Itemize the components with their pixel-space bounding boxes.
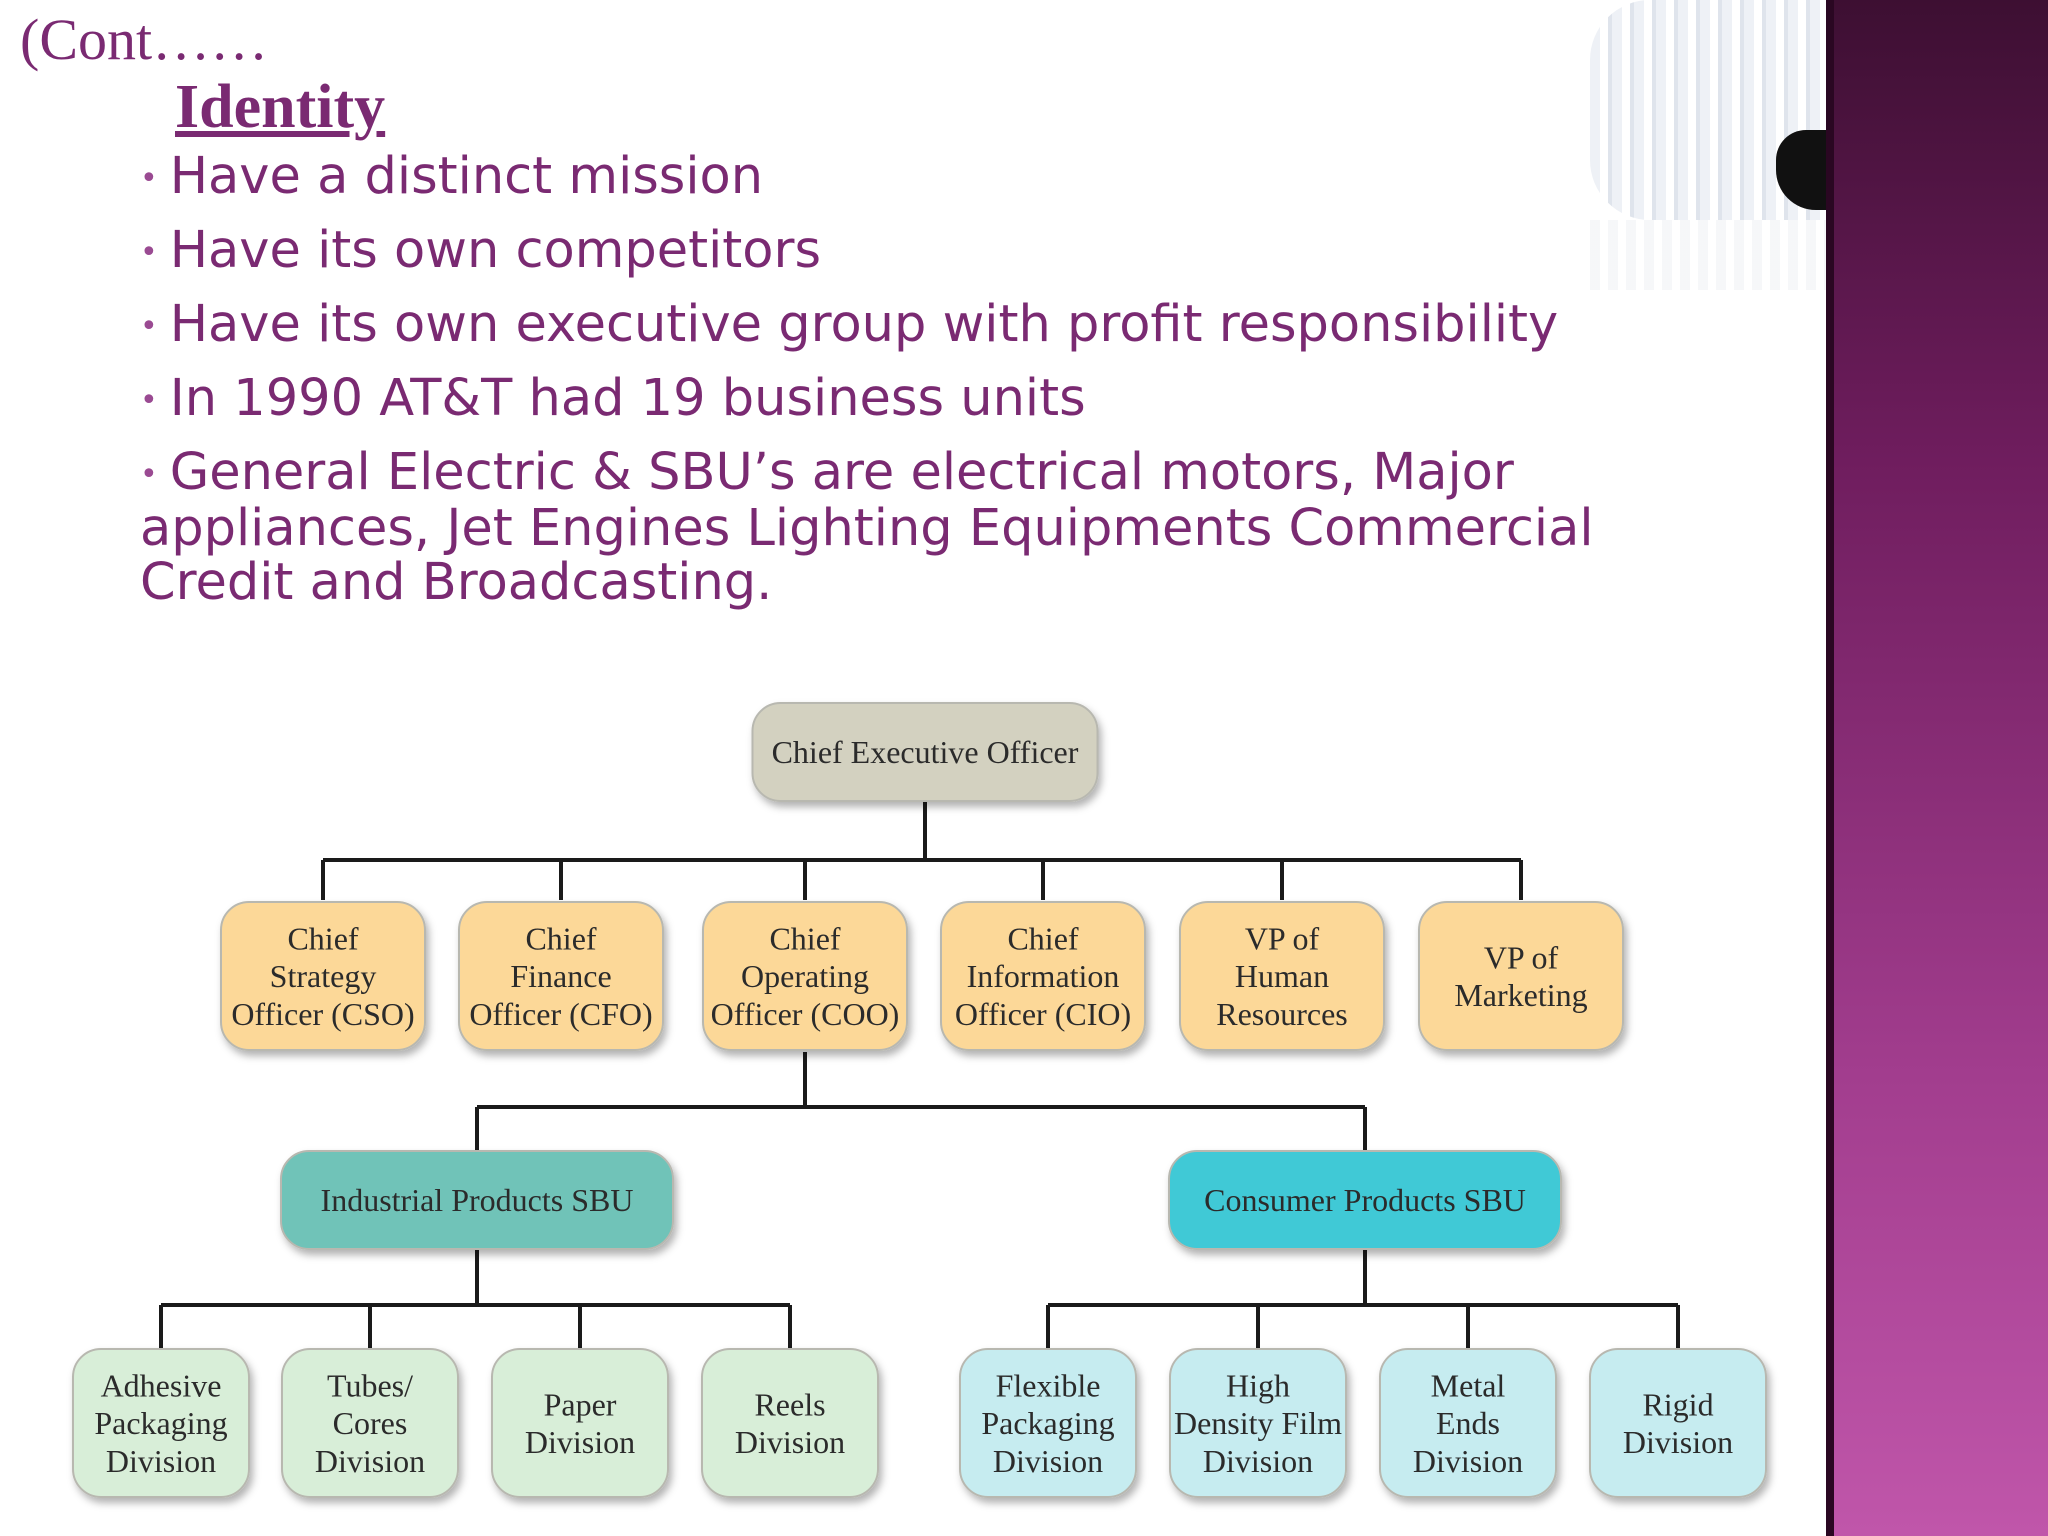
bullet-icon: •: [140, 235, 158, 270]
bullet-text: Have a distinct mission: [169, 147, 764, 206]
officer-node-label: Chief: [1007, 920, 1078, 956]
ceo-node-box: [751, 702, 1099, 802]
officer-node-label: VP of: [1245, 920, 1320, 956]
industrial-division-node-label: Packaging: [94, 1405, 227, 1441]
bullet-text: General Electric & SBU’s are electrical …: [140, 443, 1594, 612]
officer-node-label: Marketing: [1454, 977, 1587, 1013]
consumer-division-node-label: Division: [1203, 1443, 1313, 1479]
industrial-division-node-box: [72, 1348, 250, 1498]
consumer-division-node-label: Packaging: [981, 1405, 1114, 1441]
industrial-division-node-label: Division: [315, 1443, 425, 1479]
consumer-division-node-label: Division: [993, 1443, 1103, 1479]
industrial-division-node-label: Division: [525, 1424, 635, 1460]
consumer-sbu-node: Consumer Products SBU: [1168, 1150, 1562, 1250]
industrial-division-node-box: [701, 1348, 879, 1498]
officer-node-label: Strategy: [270, 958, 377, 994]
industrial-division-node-label: Division: [106, 1443, 216, 1479]
bullet-icon: •: [140, 457, 158, 492]
officer-node-label: Officer (CSO): [231, 996, 414, 1032]
bullet-icon: •: [140, 309, 158, 344]
industrial-division-node-box: [281, 1348, 459, 1498]
consumer-division-node-label: Density Film: [1174, 1405, 1342, 1441]
continued-label: (Cont……: [20, 7, 269, 72]
consumer-division-node-box: [1379, 1348, 1557, 1498]
industrial-division-node-box: [491, 1348, 669, 1498]
bullet-item: • In 1990 AT&T had 19 business units: [140, 372, 1600, 428]
consumer-division-node-box: [1169, 1348, 1347, 1498]
consumer-division-node-label: Division: [1413, 1443, 1523, 1479]
industrial-sbu-node: Industrial Products SBU: [280, 1150, 674, 1250]
officer-node-label: Finance: [510, 958, 611, 994]
consumer-division-node-box: [959, 1348, 1137, 1498]
bullet-text: Have its own executive group with profit…: [169, 295, 1559, 354]
window-photo-image: [1590, 0, 1826, 290]
industrial-sbu-node-label: Industrial Products SBU: [321, 1182, 634, 1218]
ceo-node-label: Chief Executive Officer: [772, 734, 1079, 770]
officer-node-label: Officer (CIO): [955, 996, 1131, 1032]
consumer-division-node-label: Ends: [1436, 1405, 1500, 1441]
officer-node-box: [1418, 901, 1624, 1051]
bullet-text: Have its own competitors: [169, 221, 822, 280]
officer-node-label: Officer (CFO): [469, 996, 652, 1032]
officer-node-box: [220, 901, 426, 1051]
officer-node-box: [1179, 901, 1385, 1051]
officer-node-label: Chief: [287, 920, 358, 956]
bullet-item: • Have its own competitors: [140, 224, 1600, 280]
bullet-list: • Have a distinct mission • Have its own c…: [140, 150, 1600, 628]
industrial-division-node-label: Cores: [333, 1405, 408, 1441]
industrial-division-node-label: Tubes/: [327, 1367, 413, 1403]
bullet-item: •General Electric & SBU’s are electrical…: [140, 446, 1600, 610]
officer-node-box: [458, 901, 664, 1051]
officer-node-label: Information: [967, 958, 1120, 994]
consumer-division-node-label: Division: [1623, 1424, 1733, 1460]
consumer-division-node-label: Rigid: [1642, 1386, 1713, 1422]
bullet-text: In 1990 AT&T had 19 business units: [169, 369, 1086, 428]
officer-node-label: Chief: [525, 920, 596, 956]
decorative-side-band: [1826, 0, 2048, 1536]
bullet-icon: •: [140, 383, 158, 418]
consumer-sbu-node-box: [1168, 1150, 1562, 1250]
officer-node-label: Officer (COO): [711, 996, 900, 1032]
officer-node-label: VP of: [1484, 939, 1559, 975]
consumer-division-node-label: High: [1226, 1367, 1290, 1403]
org-chart: Chief Executive OfficerChiefStrategyOffi…: [72, 702, 1767, 1498]
industrial-division-node-label: Adhesive: [101, 1367, 222, 1403]
officer-node-label: Human: [1235, 958, 1329, 994]
officer-node-box: [702, 901, 908, 1051]
industrial-division-node-label: Division: [735, 1424, 845, 1460]
bullet-item: • Have its own executive group with profi…: [140, 298, 1600, 354]
ceo-node: Chief Executive Officer: [751, 702, 1099, 802]
officer-node-label: Operating: [741, 958, 869, 994]
bullet-icon: •: [140, 161, 158, 196]
officer-node-box: [940, 901, 1146, 1051]
industrial-division-node-label: Paper: [544, 1386, 617, 1422]
consumer-division-node-box: [1589, 1348, 1767, 1498]
consumer-division-node-label: Metal: [1431, 1367, 1506, 1403]
officer-node-label: Chief: [769, 920, 840, 956]
bullet-item: • Have a distinct mission: [140, 150, 1600, 206]
industrial-sbu-node-box: [280, 1150, 674, 1250]
industrial-division-node-label: Reels: [754, 1386, 825, 1422]
consumer-division-node-label: Flexible: [996, 1367, 1101, 1403]
officer-node-label: Resources: [1216, 996, 1348, 1032]
consumer-sbu-node-label: Consumer Products SBU: [1204, 1182, 1526, 1218]
slide-heading: Identity: [175, 73, 386, 141]
